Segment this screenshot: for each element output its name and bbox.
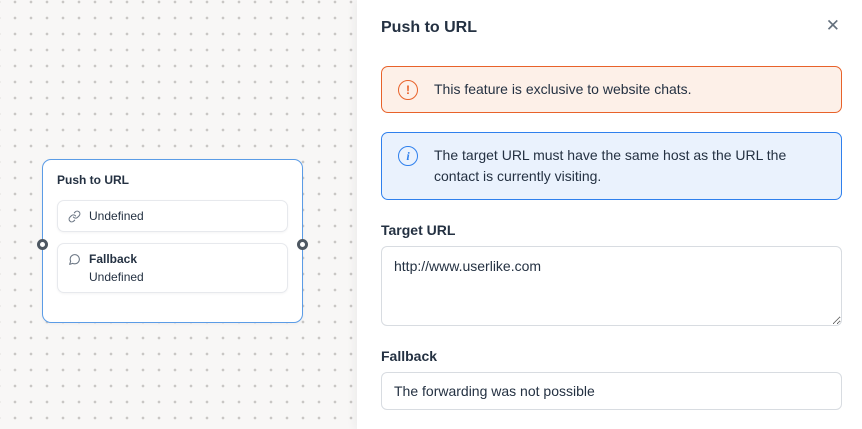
panel-header: Push to URL ✕: [381, 15, 842, 37]
info-circle-icon: i: [398, 146, 418, 166]
target-url-input[interactable]: http://www.userlike.com: [381, 246, 842, 326]
node-url-value: Undefined: [89, 209, 144, 223]
node-fallback-field[interactable]: Fallback Undefined: [57, 243, 288, 293]
output-handle[interactable]: [297, 239, 308, 250]
flow-canvas[interactable]: Push to URL Undefined Fallb: [0, 0, 357, 429]
link-icon: [68, 210, 81, 223]
input-handle[interactable]: [37, 239, 48, 250]
node-settings-panel: Push to URL ✕ ! This feature is exclusiv…: [357, 0, 862, 429]
node-title: Push to URL: [57, 173, 129, 187]
node-fallback-label: Fallback: [89, 252, 138, 266]
fallback-label: Fallback: [381, 348, 438, 364]
push-to-url-node[interactable]: Push to URL Undefined Fallb: [37, 159, 308, 323]
fallback-input[interactable]: [381, 372, 842, 410]
warning-circle-icon: !: [398, 80, 418, 100]
panel-title: Push to URL: [381, 19, 477, 36]
target-url-label: Target URL: [381, 222, 456, 238]
close-icon[interactable]: ✕: [825, 16, 840, 35]
node-fallback-value: Undefined: [89, 270, 144, 284]
warning-alert: ! This feature is exclusive to website c…: [381, 66, 842, 113]
info-alert-text: The target URL must have the same host a…: [434, 147, 787, 184]
chat-bubble-icon: [68, 253, 81, 266]
node-url-field[interactable]: Undefined: [57, 200, 288, 232]
warning-alert-text: This feature is exclusive to website cha…: [434, 81, 692, 97]
info-alert: i The target URL must have the same host…: [381, 132, 842, 200]
